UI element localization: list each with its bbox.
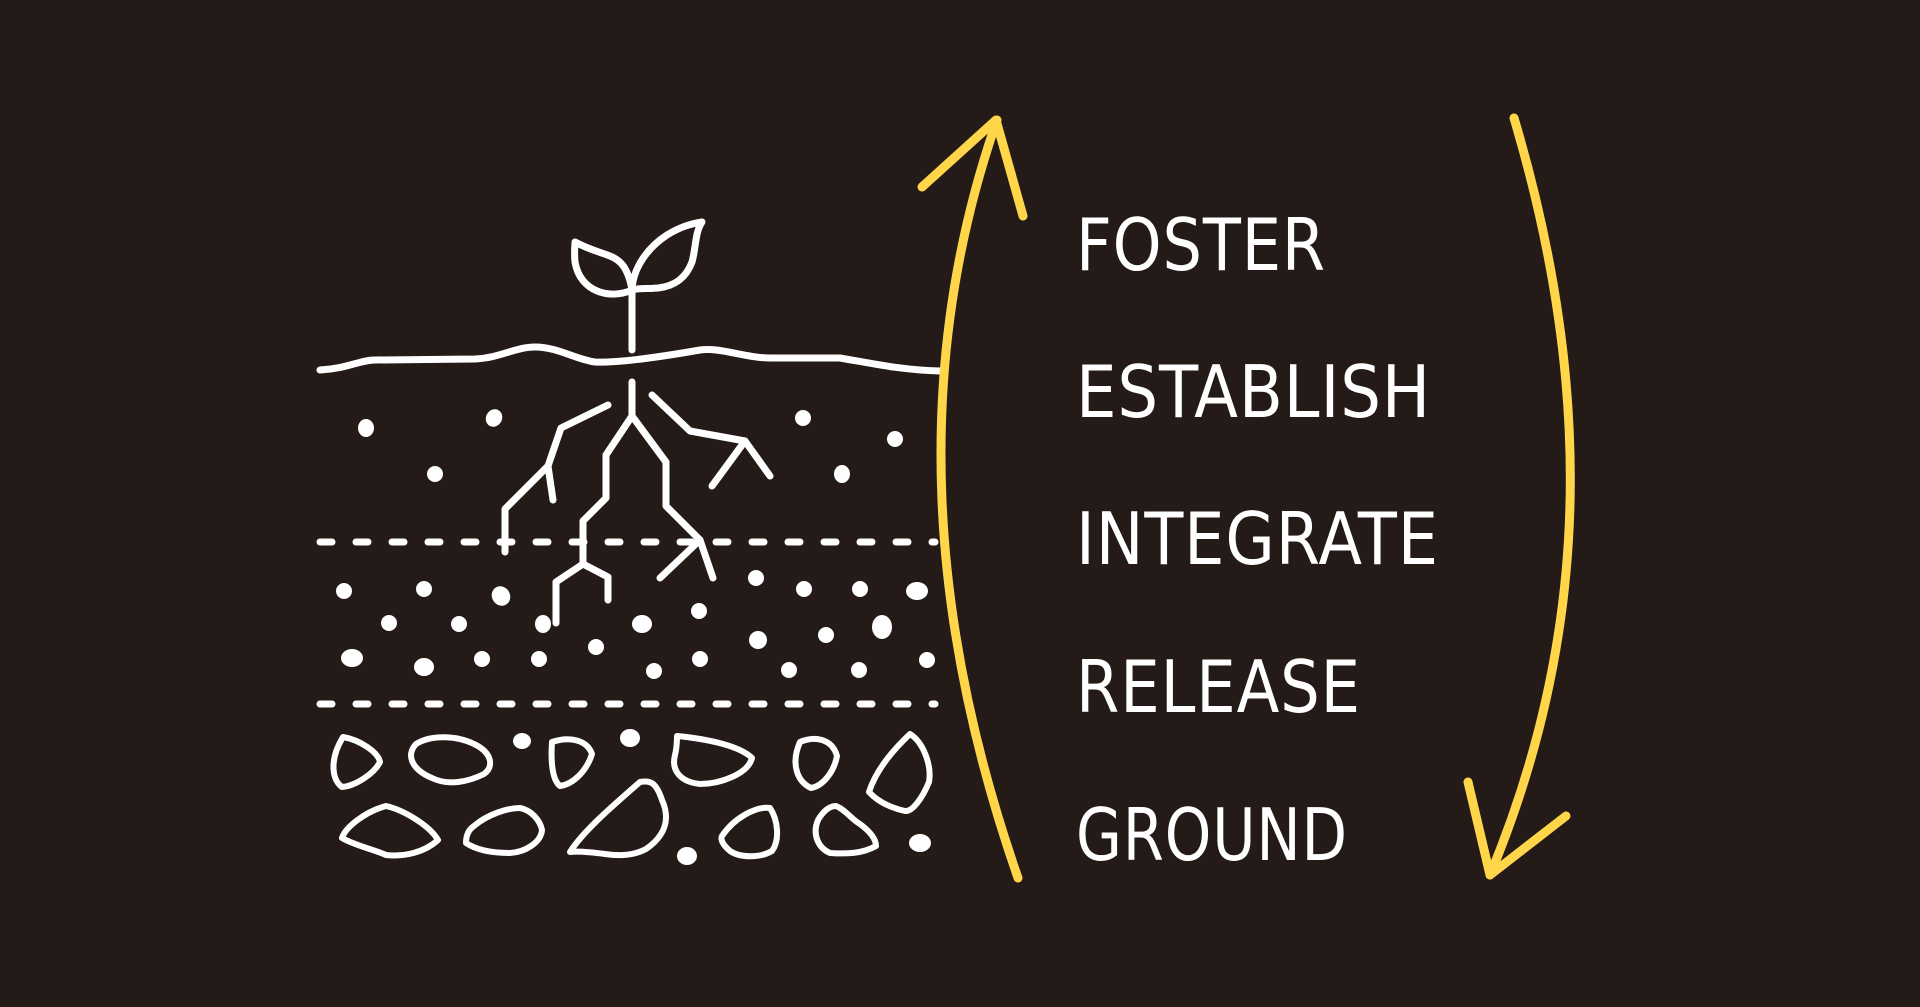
soil-particles [336, 409, 935, 865]
stage-label-5: GROUND [1076, 793, 1348, 877]
soil-layer-lines [316, 538, 939, 708]
stage-label-3: INTEGRATE [1076, 497, 1439, 581]
curved-up-arrow-icon [917, 115, 1028, 883]
right-leaf-icon [628, 218, 706, 294]
stage-label-2: ESTABLISH [1076, 350, 1431, 434]
left-leaf-icon [571, 238, 636, 298]
curved-down-arrow-icon [1463, 113, 1575, 880]
stage-labels: FOSTER ESTABLISH INTEGRATE RELEASE GROUN… [1076, 203, 1439, 877]
ground-surface-line [316, 343, 944, 375]
seedling-soil-layers-icon [316, 218, 944, 860]
stage-label-1: FOSTER [1076, 203, 1326, 287]
stones [330, 731, 933, 860]
stage-label-4: RELEASE [1076, 645, 1361, 729]
roots [501, 378, 774, 627]
